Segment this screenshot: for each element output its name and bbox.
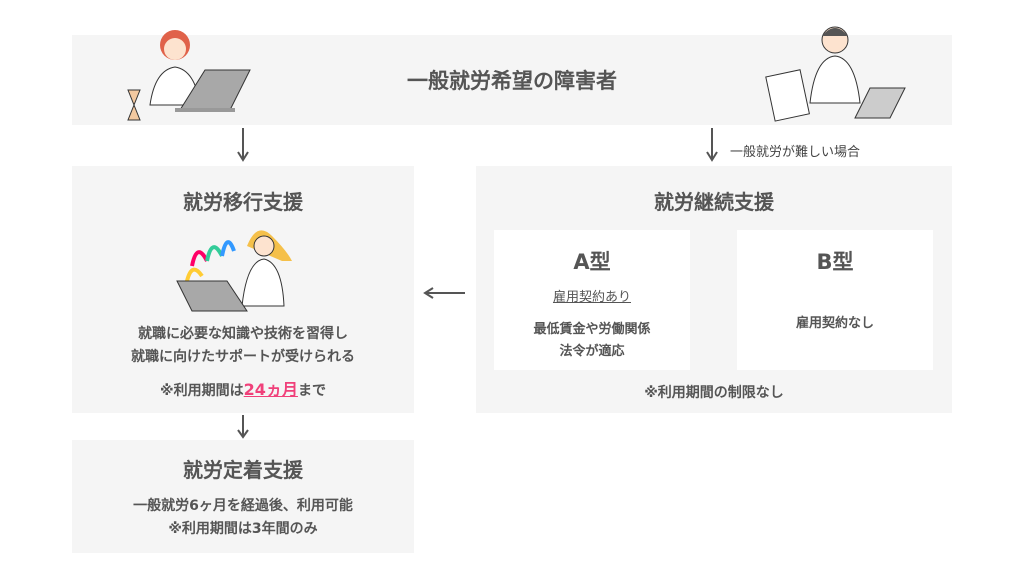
period-highlight: 24ヵ月	[243, 380, 298, 399]
man-document-illustration	[765, 26, 906, 122]
type-b-title: B型	[816, 250, 854, 274]
type-b-desc: 雇用契約なし	[795, 316, 874, 331]
woman-laptop-illustration	[127, 30, 251, 121]
transition-desc-line2: 就職に向けたサポートが受けられる	[131, 349, 355, 365]
down-arrow-to-transition	[237, 128, 249, 162]
type-a-desc-line2: 法令が適応	[559, 344, 625, 359]
retention-line2: ※利用期間は3年間のみ	[168, 521, 318, 537]
type-a-desc-line1: 最低賃金や労働関係	[533, 322, 651, 337]
type-b-card: B型 雇用契約なし	[737, 230, 933, 370]
transition-desc-line1: 就職に必要な知識や技術を習得し	[138, 326, 348, 342]
continuation-note: ※利用期間の制限なし	[644, 385, 784, 401]
type-a-subtitle: 雇用契約あり	[552, 290, 631, 305]
down-arrow-to-retention	[237, 415, 249, 439]
retention-line1: 一般就労6ヶ月を経過後、利用可能	[133, 498, 353, 514]
period-prefix: ※利用期間は	[160, 383, 244, 399]
transition-title: 就労移行支援	[183, 190, 303, 214]
transition-support-box: 就労移行支援 就職に必要な知識や技術を習得し 就職に向けたサポートが受けられる …	[72, 166, 414, 413]
transition-period: ※利用期間は24ヵ月まで	[72, 376, 414, 400]
continuation-title: 就労継続支援	[654, 190, 774, 214]
type-a-title: A型	[573, 250, 611, 274]
left-arrow-to-transition	[423, 287, 465, 299]
top-title: 一般就労希望の障害者	[407, 69, 617, 93]
type-a-card: A型 雇用契約あり 最低賃金や労働関係 法令が適応	[494, 230, 690, 370]
woman-laptop-celebration-illustration	[176, 230, 292, 312]
down-arrow-to-continuation	[706, 128, 718, 162]
retention-title: 就労定着支援	[183, 458, 303, 482]
retention-support-box: 就労定着支援 一般就労6ヶ月を経過後、利用可能 ※利用期間は3年間のみ	[72, 440, 414, 553]
period-suffix: まで	[297, 383, 326, 399]
side-note: 一般就労が難しい場合	[730, 145, 861, 160]
continuation-support-box: 就労継続支援 A型 雇用契約あり 最低賃金や労働関係 法令が適応 B型 雇用契約…	[476, 166, 952, 413]
